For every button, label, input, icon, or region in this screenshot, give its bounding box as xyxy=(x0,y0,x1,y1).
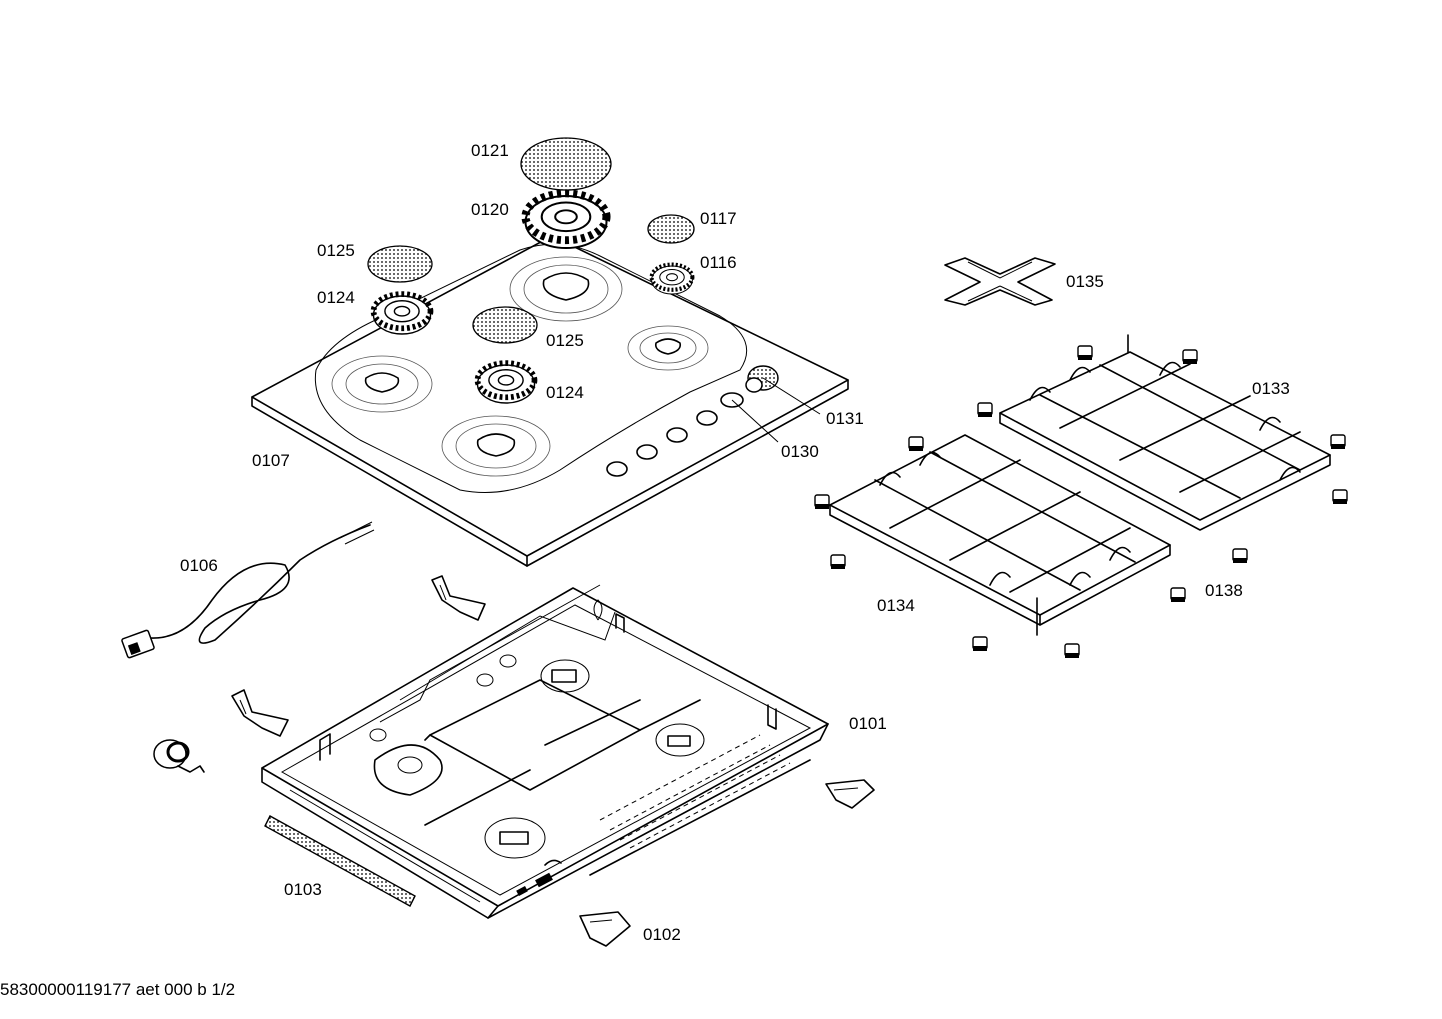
burner-crown-small xyxy=(652,265,693,294)
label-0102: 0102 xyxy=(643,925,681,944)
label-0124-b: 0124 xyxy=(546,383,584,402)
mounting-bracket-top xyxy=(431,575,486,621)
pan-support-grate-left xyxy=(829,434,1171,636)
base-tray xyxy=(261,584,829,919)
label-0117: 0117 xyxy=(700,209,737,228)
label-0116: 0116 xyxy=(700,253,737,272)
fixing-clip-right xyxy=(825,779,875,809)
burner-crown-medium-left xyxy=(374,294,431,334)
part-labels: 0121 0120 0117 0116 0125 0124 0125 0124 … xyxy=(180,141,1290,944)
label-0135: 0135 xyxy=(1066,272,1104,291)
label-0133: 0133 xyxy=(1252,379,1290,398)
power-cable xyxy=(121,521,375,659)
burner-cap-medium-center xyxy=(472,306,538,344)
fixing-clip-bottom xyxy=(579,911,631,947)
label-0101: 0101 xyxy=(849,714,887,733)
hob-top-panel xyxy=(251,235,849,567)
mounting-bracket-left xyxy=(231,689,289,737)
label-0120: 0120 xyxy=(471,200,509,219)
label-0138: 0138 xyxy=(1205,581,1243,600)
label-0121: 0121 xyxy=(471,141,509,160)
label-0134: 0134 xyxy=(877,596,915,615)
label-0106: 0106 xyxy=(180,556,218,575)
drawing-reference-number: 58300000119177 aet 000 b 1/2 xyxy=(0,980,236,999)
label-0130: 0130 xyxy=(781,442,819,461)
label-0125-b: 0125 xyxy=(546,331,584,350)
label-0103: 0103 xyxy=(284,880,322,899)
label-0107: 0107 xyxy=(252,451,290,470)
gas-connector xyxy=(153,739,205,773)
burner-cap-small xyxy=(647,214,695,244)
label-0124-a: 0124 xyxy=(317,288,355,307)
burner-cap-medium-left xyxy=(367,245,433,283)
seal-strip xyxy=(264,815,416,907)
burner-crown-large xyxy=(526,193,607,248)
label-0125-a: 0125 xyxy=(317,241,355,260)
pan-support-cross xyxy=(944,257,1056,306)
burner-cap-large xyxy=(520,137,612,191)
pan-support-grate-right xyxy=(999,334,1331,531)
burner-crown-medium-center xyxy=(478,363,535,403)
label-0131: 0131 xyxy=(826,409,864,428)
igniter-knob xyxy=(745,365,779,393)
